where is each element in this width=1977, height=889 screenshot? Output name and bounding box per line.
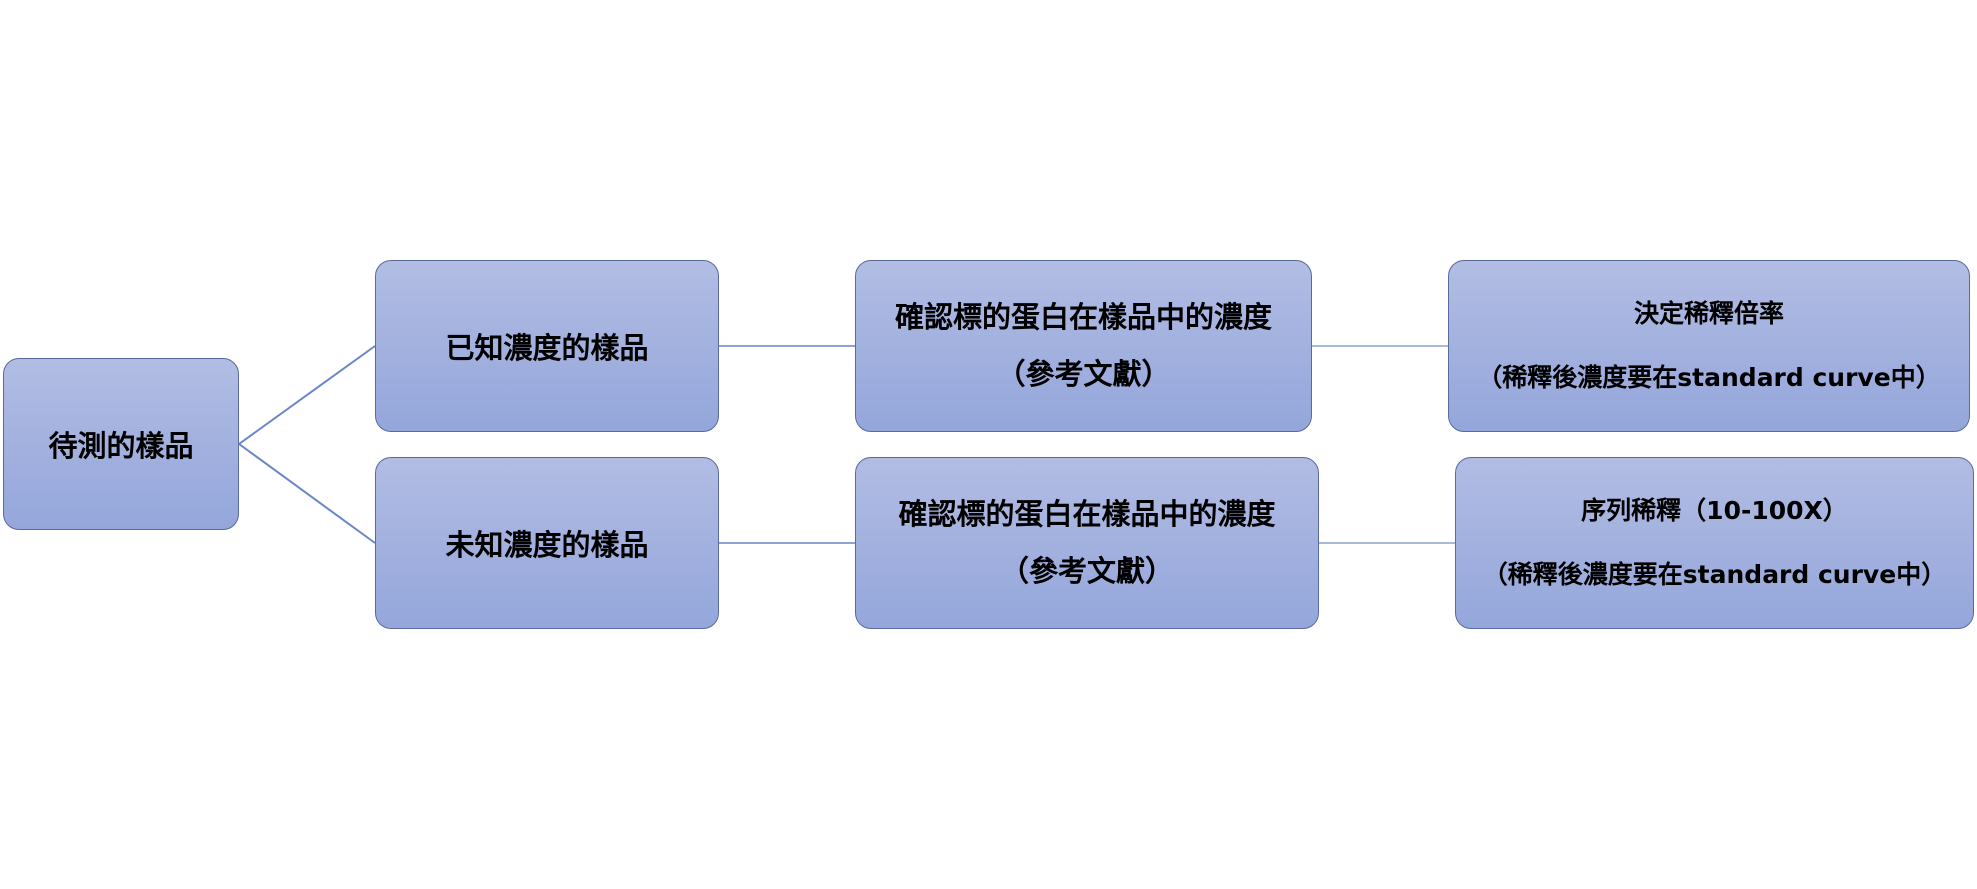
node-confirm-1-line2: （參考文獻） (996, 357, 1171, 391)
node-confirm-protein-concentration-1: 確認標的蛋白在樣品中的濃度 （參考文獻） (855, 260, 1312, 432)
node-confirm-protein-concentration-2: 確認標的蛋白在樣品中的濃度 （參考文獻） (855, 457, 1319, 629)
node-dilution-2-line2: （稀釋後濃度要在standard curve中） (1482, 560, 1947, 589)
node-known-concentration-sample: 已知濃度的樣品 (375, 260, 719, 432)
connector-root-to-unknown (238, 443, 376, 544)
node-dilution-2-line1: 序列稀釋（10-100X） (1581, 496, 1848, 525)
node-dilution-1-line1: 決定稀釋倍率 (1633, 299, 1784, 328)
node-unknown-concentration-sample: 未知濃度的樣品 (375, 457, 719, 629)
connector-root-to-known (238, 345, 376, 445)
node-serial-dilution: 序列稀釋（10-100X） （稀釋後濃度要在standard curve中） (1455, 457, 1974, 629)
node-samples-to-test: 待測的樣品 (3, 358, 239, 530)
node-dilution-1-line2: （稀釋後濃度要在standard curve中） (1477, 363, 1941, 392)
node-confirm-2-line1: 確認標的蛋白在樣品中的濃度 (898, 497, 1276, 531)
node-unknown-concentration-label: 未知濃度的樣品 (445, 528, 649, 562)
node-confirm-1-line1: 確認標的蛋白在樣品中的濃度 (894, 300, 1272, 334)
node-known-concentration-label: 已知濃度的樣品 (445, 331, 649, 365)
node-dilution-factor: 決定稀釋倍率 （稀釋後濃度要在standard curve中） (1448, 260, 1970, 432)
node-samples-to-test-label: 待測的樣品 (48, 429, 194, 463)
node-confirm-2-line2: （參考文獻） (999, 554, 1174, 588)
